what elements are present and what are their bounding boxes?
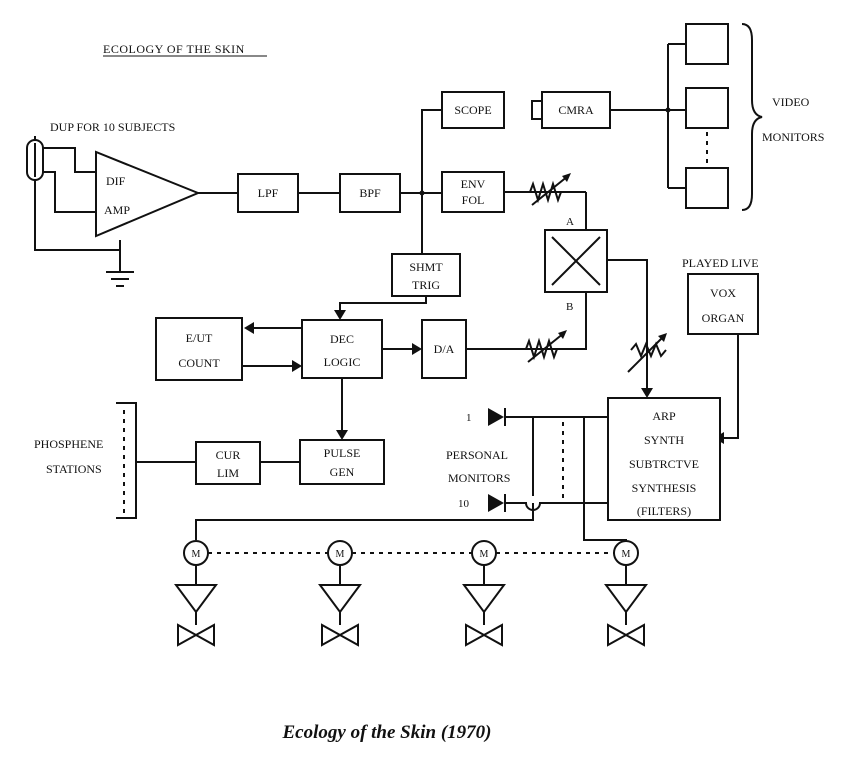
arp-synth-box [607,397,721,521]
da-label: D/A [434,342,455,356]
synthesis-label: SYNTHESIS [632,481,697,495]
camera-lens-icon [531,100,543,120]
phosphene-label: PHOSPHENE [34,437,103,451]
variable-resistor-b-icon [525,337,558,361]
diode-1-label: 1 [466,412,472,424]
video-monitor-2 [685,87,729,129]
eut-count-box [155,317,243,381]
motor-feed-wire-left [195,503,534,540]
motor-3-label: M [480,549,489,560]
trig-label: TRIG [412,278,440,292]
motor-2-label: M [336,549,345,560]
fol-label: FOL [462,193,485,207]
personal-label: PERSONAL [446,448,508,462]
motor-unit-2: M [318,540,362,647]
vox-organ-box [687,273,759,335]
variable-resistor-c-icon [630,341,667,359]
trig-to-dec-wire [339,296,427,312]
count-label: COUNT [178,356,220,370]
b-label: B [566,301,573,313]
bpf-box [339,173,401,213]
scope-label: SCOPE [454,103,491,117]
logic-label: LOGIC [324,355,361,369]
figure-caption: Ecology of the Skin (1970) [282,722,492,743]
phosphene-bracket [116,402,137,519]
dif-label: DIF [106,174,126,188]
variable-resistor-a-icon [529,180,562,204]
video-bus-wire [667,43,686,189]
scope-wire [421,109,442,193]
filters-label: (FILTERS) [637,504,691,518]
diode-10-icon [488,494,504,512]
played-live-label: PLAYED LIVE [682,256,759,270]
lpf-box [237,173,299,213]
dec-label: DEC [330,332,354,346]
stations-label: STATIONS [46,462,102,476]
video-brace [741,23,763,211]
synth-label: SYNTH [644,433,684,447]
shmt-trig-box [391,253,461,297]
cmra-label: CMRA [558,103,594,117]
diagram-title: ECOLOGY OF THE SKIN [103,42,245,56]
env-label: ENV [461,177,486,191]
dec-logic-box [301,319,383,379]
dup-label: DUP FOR 10 SUBJECTS [50,120,175,134]
diode-10-wire [505,502,608,511]
eut-label: E/UT [186,331,213,345]
personal-monitors-label: MONITORS [448,471,510,485]
pulse-gen-box [299,439,385,485]
bpf-label: BPF [359,186,381,200]
motor-unit-4: M [604,540,648,647]
electrode-wire [34,136,96,213]
cur-lim-box [195,441,261,485]
motor-1-label: M [192,549,201,560]
diode-1-icon [488,408,504,426]
motor-unit-3: M [462,540,506,647]
video-monitor-3 [685,167,729,209]
dif-amp-triangle [95,150,201,238]
shmt-label: SHMT [409,260,443,274]
multiplier-out-wire [607,259,648,396]
motor-unit-1: M [174,540,218,647]
ground-wire [34,184,121,251]
ground-symbol [106,250,134,287]
gen-label: GEN [330,465,355,479]
env-fol-box [441,171,505,213]
pulse-label: PULSE [324,446,361,460]
a-label: A [566,216,574,228]
da-to-multiplier-wire [466,292,587,350]
scope-box [441,91,505,129]
arp-label: ARP [652,409,676,423]
video-monitors-label: MONITORS [762,130,824,144]
amp-label: AMP [104,203,130,217]
cur-label: CUR [216,448,241,462]
video-label: VIDEO [772,95,810,109]
subtrctve-label: SUBTRCTVE [629,457,699,471]
organ-to-arp-wire [720,334,739,439]
cmra-box [541,91,611,129]
da-box [421,319,467,379]
vox-label: VOX [710,286,736,300]
diode-10-label: 10 [458,498,470,510]
lim-label: LIM [217,466,239,480]
lpf-label: LPF [258,186,279,200]
motor-4-label: M [622,549,631,560]
organ-label: ORGAN [702,311,745,325]
video-monitor-1 [685,23,729,65]
